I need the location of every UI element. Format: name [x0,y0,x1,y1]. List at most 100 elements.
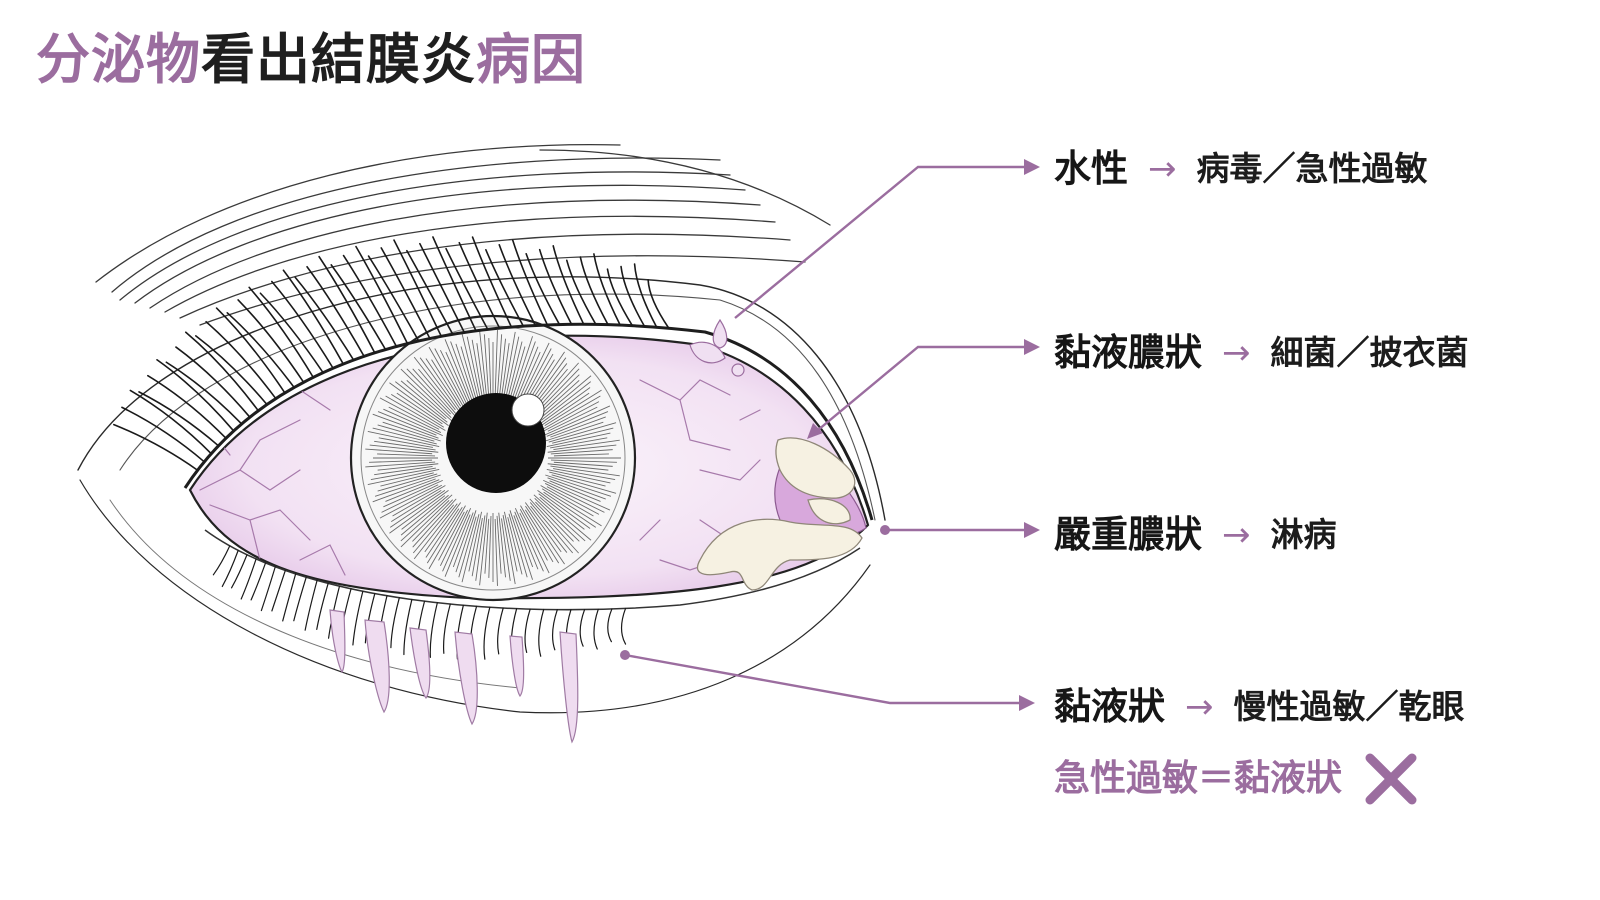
iris-streak [445,351,472,408]
iris-streak [519,512,550,574]
iris-streak [508,513,528,578]
iris-streak [396,392,443,425]
iris-streak [377,473,438,492]
upper-eyelash [647,279,670,330]
lower-eyelash [524,608,531,653]
iris-streak [425,358,461,411]
upper-eyelash [367,255,420,342]
upper-eyelash [471,236,513,328]
upper-eyelash [129,389,213,455]
iris-streak [389,382,449,427]
upper-eyelash [342,254,398,348]
eyelid-outline [77,276,886,714]
iris-streak [546,468,611,484]
upper-eyelash [565,259,597,326]
iris-streak [479,330,488,404]
iris-streak [501,518,511,581]
lower-eyelash [230,554,248,589]
iris-streak [426,506,463,564]
upper-eyelash [271,280,334,370]
iris-streak [412,499,454,542]
lower-eyelash [390,597,400,649]
upper-eyelash [606,268,634,327]
iris-streak [374,466,433,476]
iris-streak [551,474,617,494]
arrow-icon: → [1222,514,1251,555]
iris-streak [537,489,591,529]
upper-eyelash [121,406,206,463]
iris-streak [475,515,486,581]
iris-streak [513,515,534,568]
upper-eyelash [156,358,235,432]
iris-streak [438,511,465,561]
label-row-mucoid: 黏液狀 → 慢性過敏／乾眼 [1054,688,1465,725]
iris-streak [401,495,446,530]
upper-eyelash [205,320,277,400]
iris-streak [544,389,602,427]
iris-streak [494,330,498,401]
iris-streak [392,485,446,517]
iris-streak [461,333,479,399]
lower-eyelash [352,590,364,646]
upper-eyelash [248,286,315,379]
iris-streak [547,477,606,500]
iris-streak [535,501,574,542]
iris-streak [365,461,436,468]
upper-eyelash [175,346,251,418]
iris-streak [377,463,439,471]
iris-streak [539,496,592,541]
pointer-arrowheads [807,159,1040,711]
iris-streak [550,465,620,477]
iris-streak [383,408,443,437]
iris-streak [379,397,440,430]
iris-streak [545,421,604,442]
iris-streak [547,444,617,453]
iris-streak [529,498,579,554]
arrow-icon: → [1222,332,1251,373]
upper-eyelash [294,276,355,361]
upper-eyelash [237,299,305,384]
upper-eyelash [579,256,609,326]
iris-streak [540,392,590,426]
iris-streak [378,437,434,448]
iris-streak [400,494,453,542]
upper-eyelash [620,265,646,328]
label-row-watery: 水性 → 病毒／急性過敏 [1054,150,1428,187]
upper-eyelash [511,239,549,326]
lower-eyelash [497,607,504,655]
iris-streak [550,459,617,463]
title-part-2: 看出結膜炎 [201,28,476,91]
iris-streak [546,411,609,437]
discharge-type-mucoid: 黏液狀 [1054,685,1165,728]
lower-eyelash [221,549,239,588]
upper-eyelash [215,307,286,394]
watery-droplet [689,318,745,377]
iris-streak [412,368,457,418]
iris-streak [534,497,580,542]
lower-eyelash [282,573,297,622]
pus-discharge [697,437,863,591]
iris-streak [514,508,544,572]
iris-streak [549,480,601,502]
iris-streak [540,395,601,431]
upper-eyelash [355,245,409,345]
lower-eyelash [551,609,558,651]
iris-streak [471,339,484,401]
iris-streak [389,490,446,528]
iris-streak [509,510,533,580]
upper-eyelash [432,236,477,332]
iris-streak [450,341,473,401]
myth-statement: 急性過敏＝黏液狀 [1054,752,1418,806]
eyebrow [95,143,831,326]
mucus-drips [329,609,579,744]
iris-streak [509,336,533,406]
iris-streak [385,479,440,502]
discharge-type-watery: 水性 [1054,147,1128,190]
iris-streak [385,395,446,431]
iris-streak [543,405,611,437]
iris-streak [455,510,477,573]
iris-streak [367,468,440,486]
upper-eyelash [380,247,431,340]
iris-streak [390,394,445,428]
cause-watery: 病毒／急性過敏 [1196,149,1428,188]
